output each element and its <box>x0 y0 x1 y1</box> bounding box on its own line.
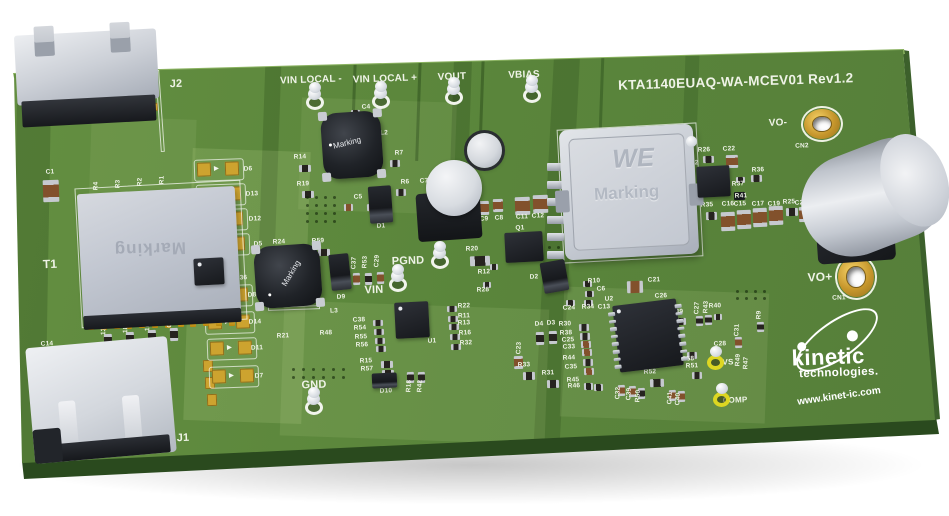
testpoint-ring <box>707 355 724 370</box>
via-dot <box>315 204 318 207</box>
via-dot <box>315 196 318 199</box>
via-dot <box>332 368 335 371</box>
via-dot <box>312 368 315 371</box>
via-dot <box>292 368 295 371</box>
via-dot <box>306 220 309 223</box>
test-point <box>306 82 326 110</box>
test-point <box>682 128 702 156</box>
testpoint-ball <box>716 383 728 394</box>
testpoint-ball <box>448 77 460 88</box>
capacitor-small <box>467 133 502 168</box>
via-dot <box>754 297 757 300</box>
via-dot <box>324 212 327 215</box>
test-point <box>372 81 392 109</box>
logo-website: www.kinet-ic.com <box>796 385 882 408</box>
via-dot <box>548 246 551 249</box>
testpoint-ball <box>375 81 387 92</box>
test-point-yellow <box>713 381 733 409</box>
via-dot <box>292 376 295 379</box>
via-dot <box>324 220 327 223</box>
we-lead <box>547 163 564 171</box>
testpoint-ring <box>713 392 730 407</box>
via-dot <box>312 376 315 379</box>
via-dot <box>333 196 336 199</box>
via-dot <box>306 212 309 215</box>
kinetic-logo: kinetic technologies. www.kinet-ic.com <box>780 296 948 421</box>
via-dot <box>306 204 309 207</box>
via-dot <box>302 376 305 379</box>
testpoint-ball <box>392 264 404 275</box>
via-dot <box>333 220 336 223</box>
test-point-yellow <box>707 344 727 372</box>
via-dot <box>324 204 327 207</box>
via-dot <box>736 290 739 293</box>
testpoint-ball <box>526 75 538 86</box>
test-point <box>431 241 451 269</box>
via-dot <box>745 290 748 293</box>
via-dot <box>754 290 757 293</box>
logo-tagline: technologies. <box>798 365 879 381</box>
via-dot <box>557 246 560 249</box>
via-dot <box>324 196 327 199</box>
via-dot <box>333 212 336 215</box>
we-lead <box>547 233 564 242</box>
we-lead <box>547 215 564 224</box>
via-dot <box>763 290 766 293</box>
via-dot <box>322 376 325 379</box>
we-lead <box>547 251 564 259</box>
via-dot <box>332 376 335 379</box>
via-dot <box>342 376 345 379</box>
test-point <box>445 77 465 105</box>
via-dot <box>302 368 305 371</box>
via-dot <box>745 297 748 300</box>
via-dot <box>342 368 345 371</box>
test-point <box>305 387 325 415</box>
testpoint-ball <box>309 82 321 93</box>
we-lead <box>547 180 564 189</box>
via-dot <box>322 368 325 371</box>
testpoint-ball <box>308 387 320 398</box>
testpoint-ball <box>434 241 446 252</box>
via-dot <box>333 204 336 207</box>
via-dot <box>763 297 766 300</box>
via-dot <box>315 220 318 223</box>
test-point <box>389 264 409 292</box>
capacitor-c7 <box>426 160 482 216</box>
via-dot <box>306 196 309 199</box>
testpoint-ball <box>686 136 697 147</box>
via-dot <box>736 297 739 300</box>
via-dot <box>315 212 318 215</box>
test-point <box>523 75 543 103</box>
testpoint-ball <box>710 346 722 357</box>
